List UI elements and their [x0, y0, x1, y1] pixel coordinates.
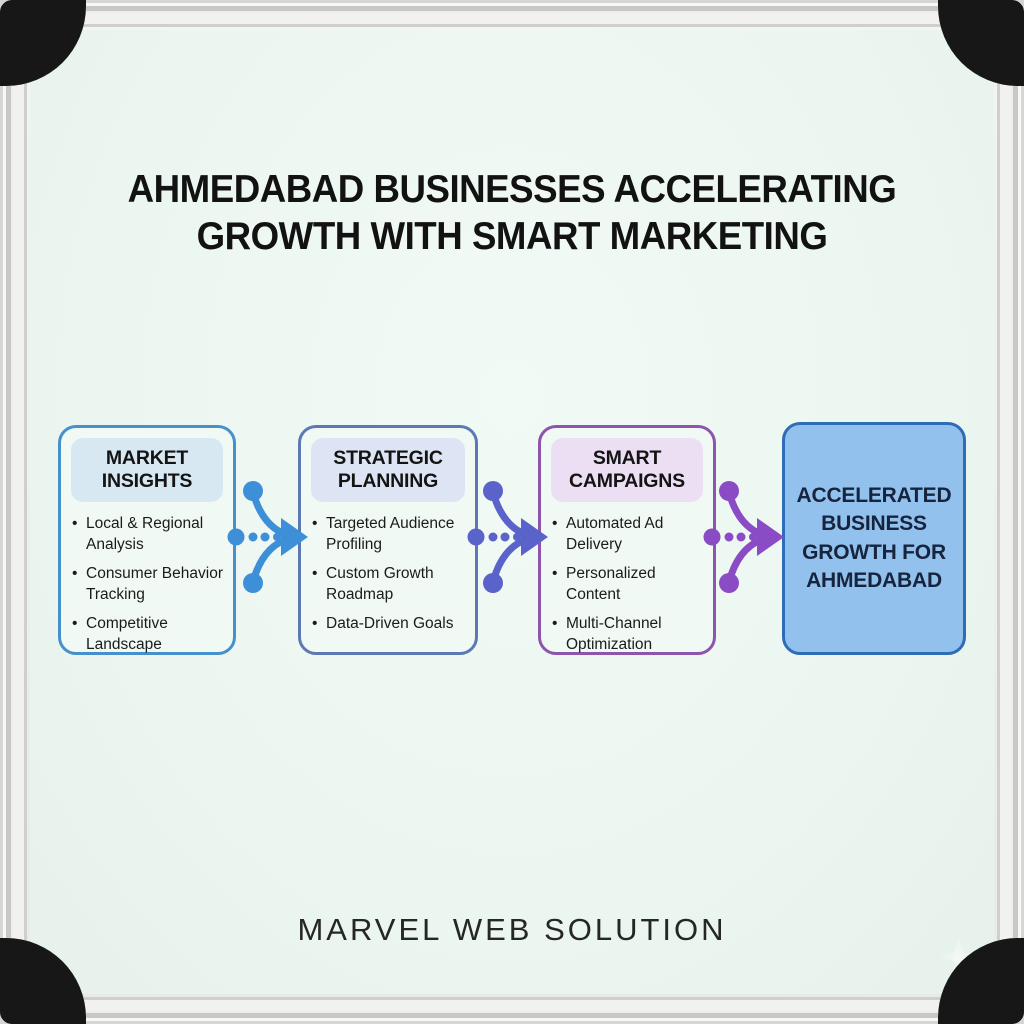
- list-item: Data-Driven Goals: [311, 613, 469, 635]
- flow-arrow-icon: [227, 462, 309, 612]
- flow-arrow-icon: [703, 462, 785, 612]
- list-item: Automated Ad Delivery: [551, 513, 707, 556]
- list-item: Multi-Channel Optimization: [551, 613, 707, 656]
- brand-footer: MARVEL WEB SOLUTION: [297, 912, 727, 947]
- result-box-label: ACCELERATED BUSINESS GROWTH FOR AHMEDABA…: [796, 484, 952, 592]
- list-item: Custom Growth Roadmap: [311, 563, 469, 606]
- stage-box-strategic-planning: STRATEGIC PLANNING Targeted Audience Pro…: [298, 425, 478, 655]
- result-box-accelerated-growth: ACCELERATED BUSINESS GROWTH FOR AHMEDABA…: [782, 422, 966, 655]
- stage-header-market-insights: MARKET INSIGHTS: [71, 438, 223, 502]
- list-item: Consumer Behavior Tracking: [71, 563, 227, 606]
- stage-list-smart-campaigns: Automated Ad Delivery Personalized Conte…: [541, 511, 713, 655]
- page-title-line2: GROWTH WITH SMART MARKETING: [196, 215, 828, 258]
- page-title-line1: AHMEDABAD BUSINESSES ACCELERATING: [127, 168, 897, 211]
- stage-box-smart-campaigns: SMART CAMPAIGNS Automated Ad Delivery Pe…: [538, 425, 716, 655]
- stage-list-strategic-planning: Targeted Audience Profiling Custom Growt…: [301, 511, 475, 634]
- list-item: Personalized Content: [551, 563, 707, 606]
- list-item: Competitive Landscape: [71, 613, 227, 656]
- stage-header-strategic-planning: STRATEGIC PLANNING: [311, 438, 465, 502]
- page-title: AHMEDABAD BUSINESSES ACCELERATING GROWTH…: [31, 166, 994, 260]
- stage-list-market-insights: Local & Regional Analysis Consumer Behav…: [61, 511, 233, 655]
- stage-header-smart-campaigns: SMART CAMPAIGNS: [551, 438, 703, 502]
- flow-arrow-icon: [467, 462, 549, 612]
- stage-box-market-insights: MARKET INSIGHTS Local & Regional Analysi…: [58, 425, 236, 655]
- list-item: Local & Regional Analysis: [71, 513, 227, 556]
- list-item: Targeted Audience Profiling: [311, 513, 469, 556]
